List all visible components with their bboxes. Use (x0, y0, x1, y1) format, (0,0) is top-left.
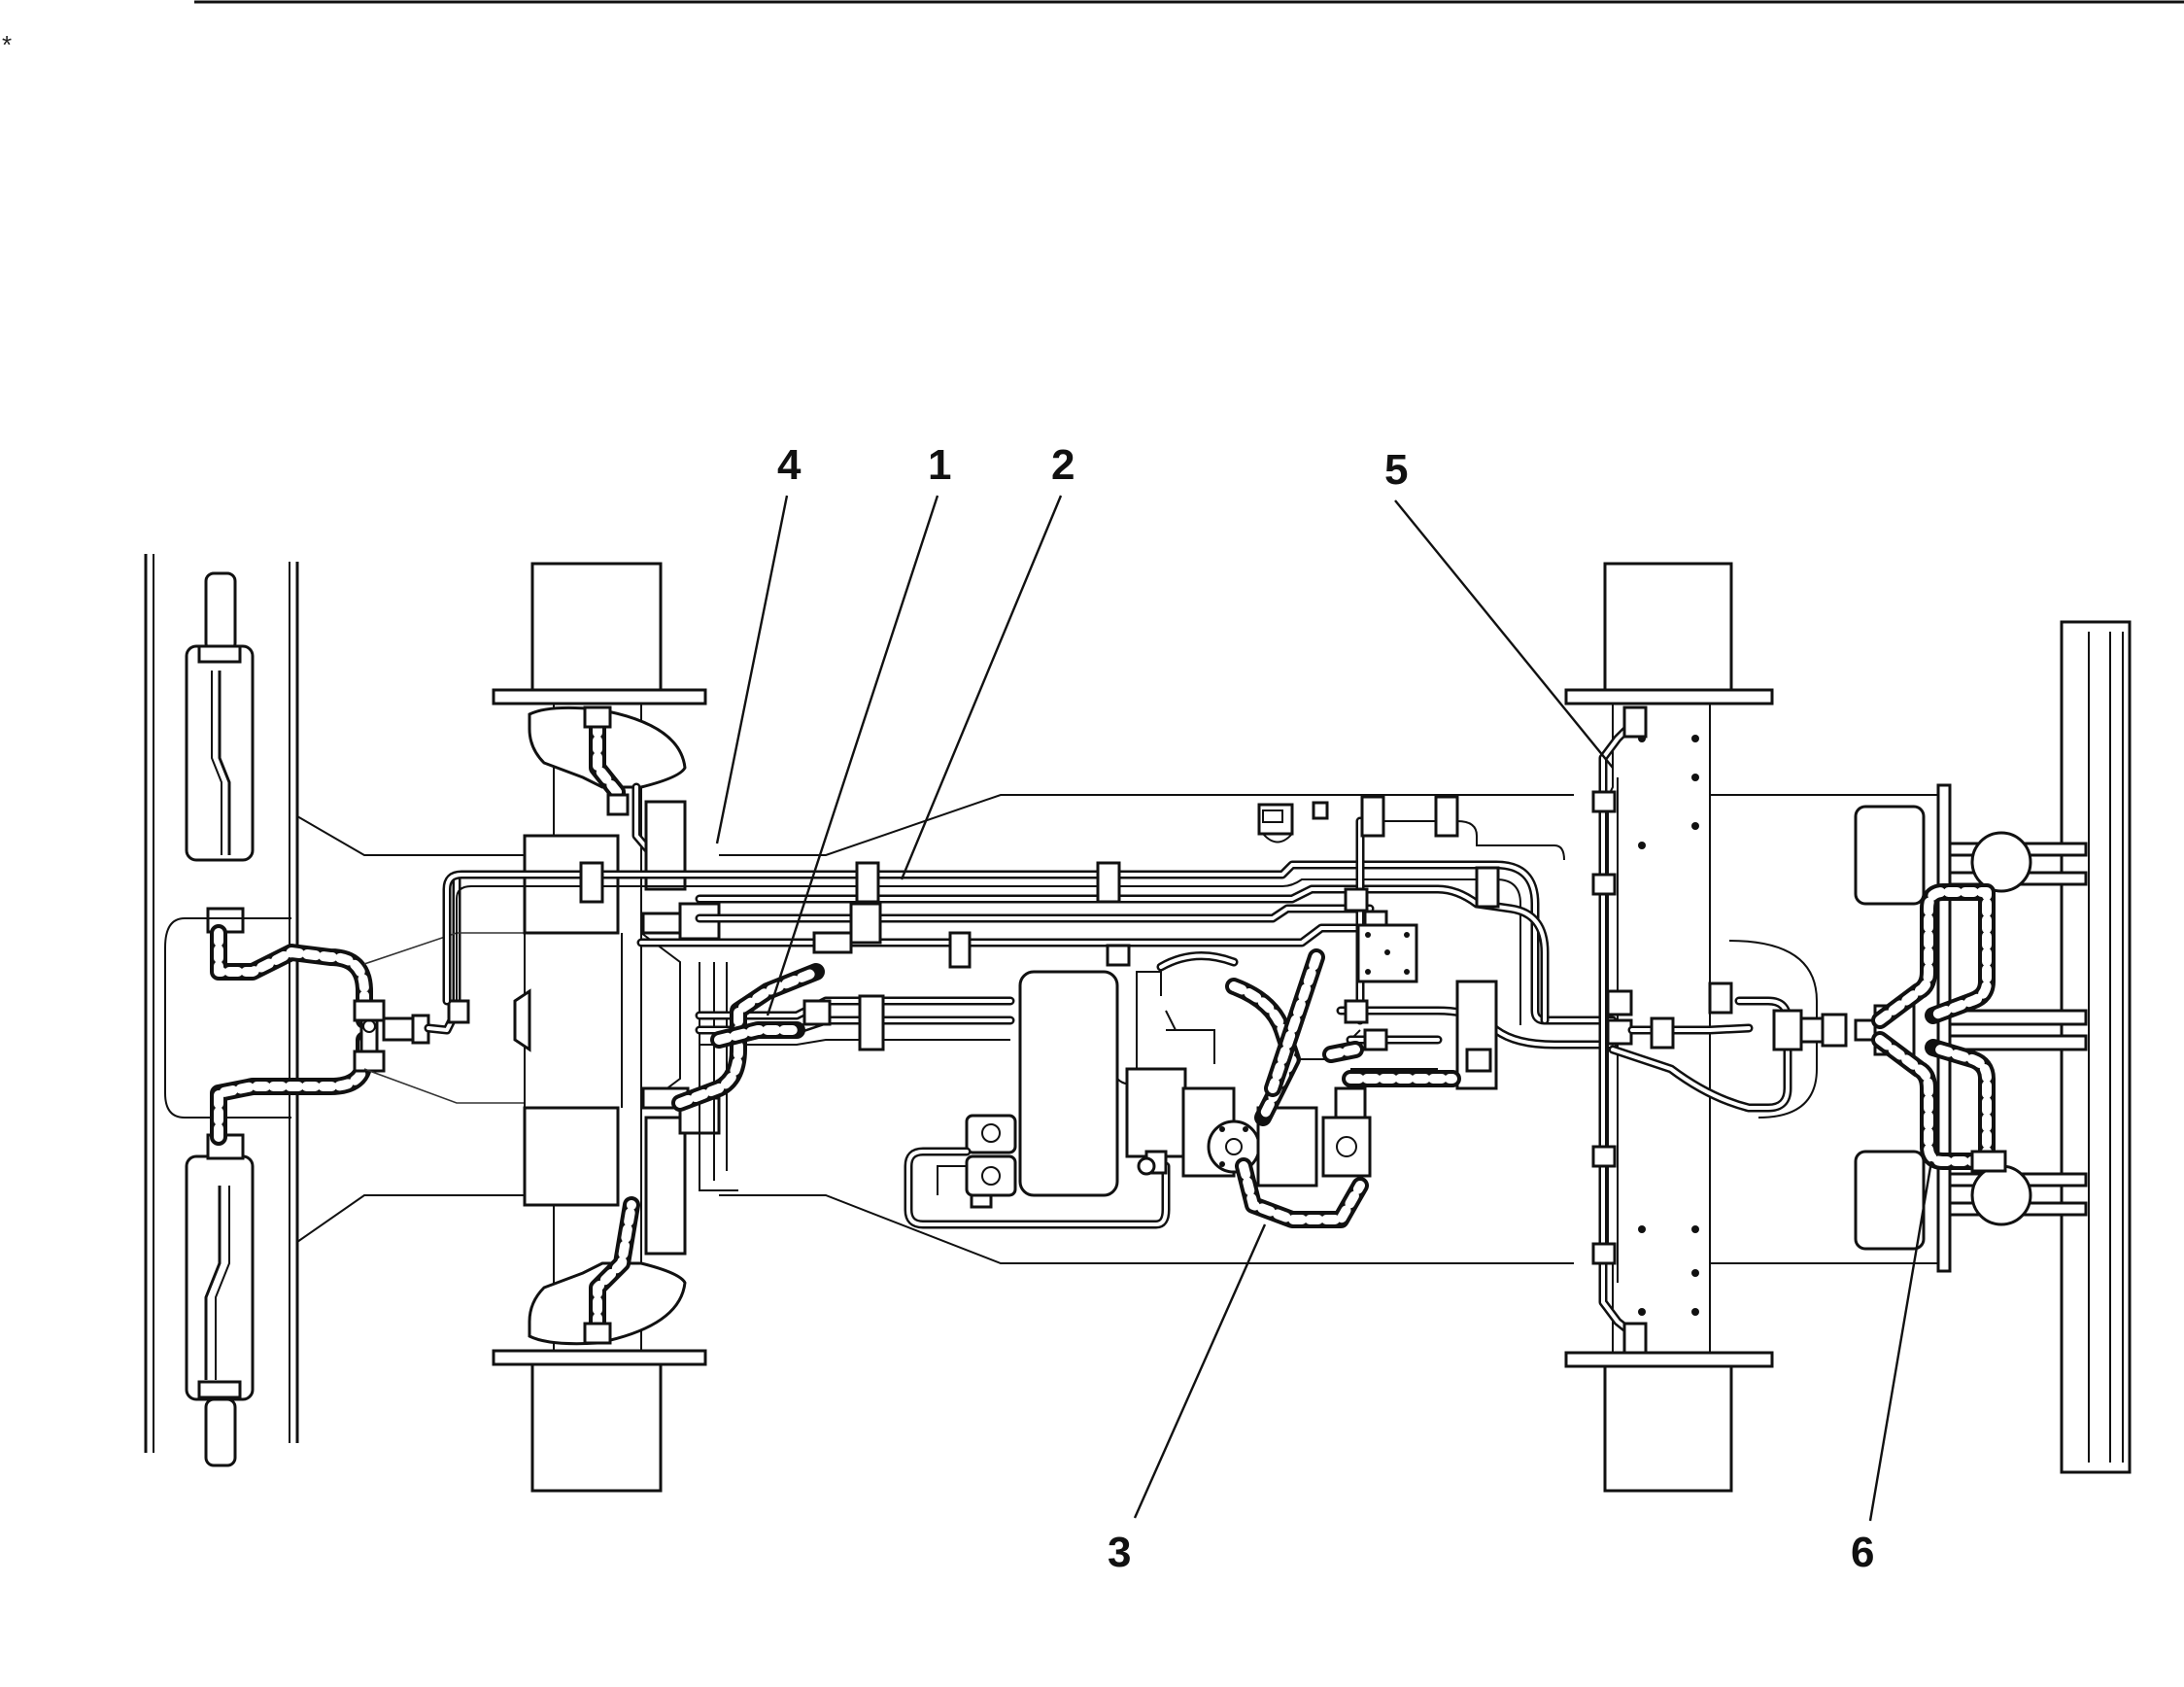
right-pistons (1854, 805, 2088, 1251)
left-rails (144, 554, 299, 1453)
left-steering-bracket (164, 917, 291, 1119)
callout-2: 2 (1051, 441, 1075, 489)
callout-1: 1 (928, 441, 951, 489)
rear-fittings (1608, 981, 1877, 1113)
steering-cylinder-top (185, 571, 255, 934)
right-steering-hoses (1871, 883, 2007, 1173)
callout-6: 6 (1851, 1529, 1874, 1576)
rear-axle (1564, 562, 1774, 1493)
front-axle (492, 562, 707, 1493)
callout-4: 4 (777, 441, 802, 489)
corner-mark: * (2, 30, 12, 59)
left-steering-hoses (210, 924, 373, 1146)
leader-lines (715, 495, 1933, 1522)
callout-5: 5 (1384, 446, 1408, 494)
callout-3: 3 (1108, 1529, 1131, 1576)
hydraulic-tank (904, 951, 1239, 1229)
steering-cylinder-bottom (185, 1133, 255, 1467)
pump-hoses (1225, 948, 1461, 1228)
pipe-clamps (579, 795, 1500, 1051)
top-sensor (1257, 801, 1329, 844)
valve-block (1356, 923, 1498, 1090)
rear-brake-lines (1591, 706, 1648, 1355)
front-swivel-hoses (583, 706, 658, 1345)
callouts: 4 1 2 5 3 6 (777, 441, 1874, 1576)
center-supply-hose (671, 963, 825, 1112)
